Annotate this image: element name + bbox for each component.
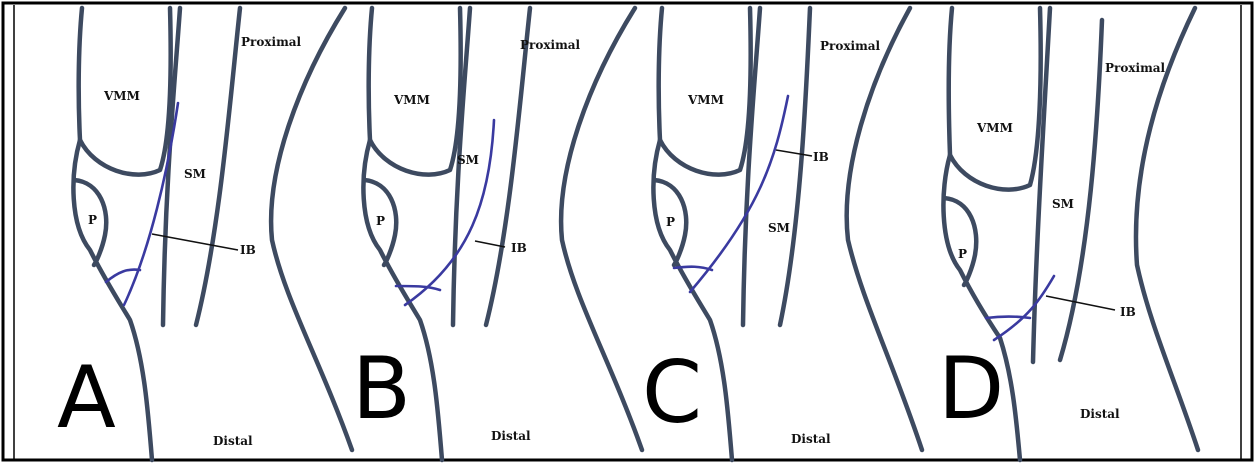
panel-c-sm-label: SM — [768, 221, 790, 235]
infrapatellar-branch — [405, 120, 494, 305]
panel-b-letter: B — [352, 339, 411, 439]
panel-d-letter: D — [938, 339, 1004, 439]
panel-b-p-label: P — [376, 214, 385, 228]
figure-border — [3, 3, 1252, 460]
panel-a-vmm-label: VMM — [103, 89, 140, 103]
panel-a-ib-label: IB — [240, 243, 256, 257]
infrapatellar-branch — [994, 276, 1054, 340]
panel-c-vmm-label: VMM — [687, 93, 724, 107]
panel-b-ib-label: IB — [511, 241, 527, 255]
panel-c-distal-label: Distal — [791, 432, 831, 446]
ib-leader-line — [776, 150, 812, 156]
panel-a-proximal-label: Proximal — [241, 35, 302, 49]
sartorius-lateral — [780, 8, 810, 325]
sartorius-lateral — [486, 8, 530, 325]
skin-contour — [847, 8, 922, 450]
panel-a-sm-label: SM — [184, 167, 206, 181]
infrapatellar-twig — [986, 317, 1030, 319]
panel-b-proximal-label: Proximal — [520, 38, 581, 52]
panel-b-distal-label: Distal — [491, 429, 531, 443]
ib-leader-line — [1046, 296, 1115, 310]
panel-a-distal-label: Distal — [213, 434, 253, 448]
skin-contour — [271, 8, 352, 450]
panel-d-ib-label: IB — [1120, 305, 1136, 319]
panel-c-ib-label: IB — [813, 150, 829, 164]
panel-a-letter: A — [57, 348, 116, 448]
panel-d-proximal-label: Proximal — [1105, 61, 1166, 75]
panel-d-distal-label: Distal — [1080, 407, 1120, 421]
vmm-muscle-outline — [949, 8, 1041, 190]
panel-c-letter: C — [642, 343, 702, 443]
panel-c-p-label: P — [666, 215, 675, 229]
panel-d-p-label: P — [958, 247, 967, 261]
sartorius-lateral — [1060, 20, 1102, 360]
vmm-muscle-outline — [659, 8, 751, 175]
vmm-muscle-outline — [369, 8, 461, 175]
skin-contour — [561, 8, 642, 450]
panel-d-vmm-label: VMM — [976, 121, 1013, 135]
panel-c-proximal-label: Proximal — [820, 39, 881, 53]
infrapatellar-branch — [690, 96, 788, 292]
panel-b-sm-label: SM — [457, 153, 479, 167]
panel-a-p-label: P — [88, 213, 97, 227]
panel-b-vmm-label: VMM — [393, 93, 430, 107]
panel-d-sm-label: SM — [1052, 197, 1074, 211]
